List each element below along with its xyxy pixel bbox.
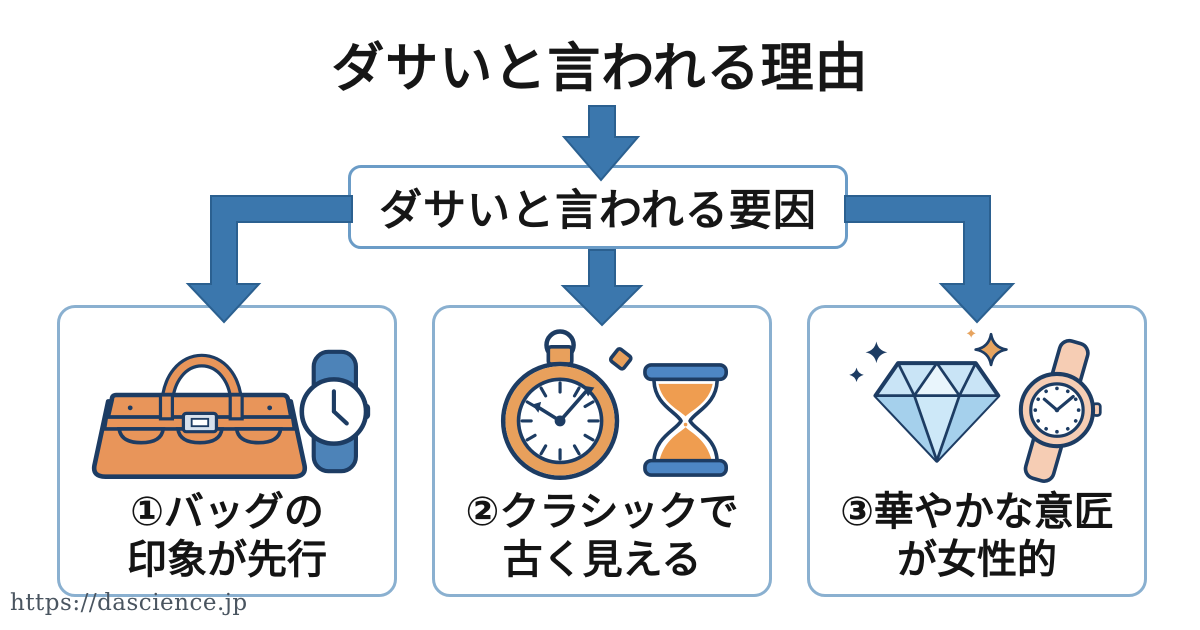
watermark-url: https://dascience.jp <box>10 590 248 616</box>
ladies-watch-icon <box>1018 338 1102 483</box>
reason-card-2: ②クラシックで 古く見える <box>432 305 772 597</box>
reason-caption-2: ②クラシックで 古く見える <box>465 488 738 584</box>
caption-line: ①バッグの <box>130 489 324 535</box>
bag-and-watch-icon <box>82 326 372 486</box>
factor-box-label: ダサいと言われる要因 <box>379 186 817 236</box>
diamond-and-watch-icon <box>842 326 1113 486</box>
arrow-factor-to-card3-icon <box>844 195 1016 324</box>
sparkle-navy-small-icon <box>848 367 864 383</box>
sparkle-navy-icon <box>865 341 887 364</box>
handbag-icon <box>91 349 371 479</box>
stopwatch-icon <box>500 329 728 481</box>
hourglass-icon <box>642 363 728 477</box>
caption-line: が女性的 <box>897 537 1057 583</box>
reason-caption-3: ③華やかな意匠 が女性的 <box>840 488 1114 584</box>
caption-line: ②クラシックで <box>465 489 739 535</box>
caption-line: ③華やかな意匠 <box>840 489 1114 535</box>
caption-line: 印象が先行 <box>127 537 327 583</box>
page-title: ダサいと言われる理由 <box>331 38 869 99</box>
sparkle-gold-icon <box>973 332 1008 367</box>
arrow-factor-to-card1-icon <box>185 195 353 324</box>
reason-card-1: ①バッグの 印象が先行 <box>57 305 397 597</box>
sparkle-gold-small-icon <box>966 328 976 338</box>
reason-caption-1: ①バッグの 印象が先行 <box>127 488 327 584</box>
wristwatch-icon <box>299 349 371 474</box>
reason-card-3: ③華やかな意匠 が女性的 <box>807 305 1147 597</box>
diamond-icon <box>848 328 1102 483</box>
factor-box: ダサいと言われる要因 <box>348 165 848 249</box>
stopwatch-and-hourglass-icon <box>467 326 738 486</box>
caption-line: 古く見える <box>502 537 702 583</box>
